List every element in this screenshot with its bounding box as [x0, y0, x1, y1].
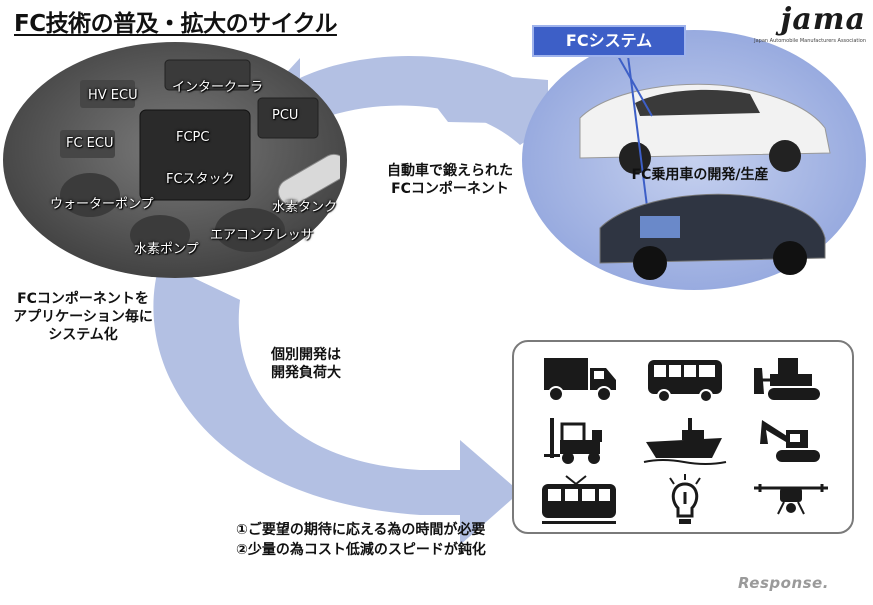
train-icon [542, 475, 616, 524]
fc-ecu-image [60, 130, 115, 158]
component-pcu: PCU [272, 108, 299, 123]
component-water-pump: ウォーターポンプ [50, 197, 154, 212]
jama-logo: jama Japan Automobile Manufacturers Asso… [752, 2, 868, 46]
component-fc-stack: FCスタック [166, 172, 235, 187]
hv-ecu-image [80, 80, 135, 108]
component-hydrogen-tank: 水素タンク [272, 200, 338, 215]
bottom-cycle-arrow [153, 262, 520, 545]
systemize-line-1: FCコンポーネントを [17, 291, 149, 307]
bulldozer-icon [754, 358, 820, 400]
individual-dev-label: 個別開発は 開発負荷大 [256, 346, 356, 382]
fc-system-pointer [617, 58, 653, 117]
excavator-icon [760, 420, 820, 462]
fc-car-cutaway-image [599, 193, 826, 280]
applications-panel [512, 340, 854, 534]
components-illustration [60, 59, 340, 255]
component-intercooler: インタークーラ [172, 80, 264, 95]
hydrogen-pump-image [130, 215, 190, 255]
ship-icon [643, 418, 727, 465]
bottom-arrow-entry-notch [160, 262, 240, 330]
light-bulb-icon [669, 474, 701, 524]
individual-dev-line-2: 開発負荷大 [271, 365, 341, 381]
component-air-compressor: エアコンプレッサ [210, 228, 314, 243]
forged-components-label: 自動車で鍛えられた FCコンポーネント [380, 162, 520, 198]
water-pump-image [60, 173, 120, 217]
fc-system-pointer-2 [627, 58, 651, 231]
fc-system-box: FCシステム [532, 25, 686, 57]
hydrogen-tank-image [277, 153, 340, 206]
fc-stack-image [139, 109, 251, 201]
systemize-line-3: システム化 [48, 327, 118, 343]
fc-car-illustration [579, 58, 831, 280]
logo-subtitle: Japan Automobile Manufacturers Associati… [754, 38, 866, 44]
response-watermark: Response. [738, 574, 829, 592]
drone-icon [754, 484, 828, 515]
truck-icon [544, 358, 616, 402]
pcu-image [257, 97, 319, 139]
systemize-line-2: アプリケーション毎に [13, 309, 153, 325]
issue-note-1: ①ご要望の期待に応える為の時間が必要 [236, 522, 486, 538]
component-fc-ecu: FC ECU [66, 136, 114, 151]
individual-dev-line-1: 個別開発は [271, 347, 341, 363]
logo-mark: jama [780, 2, 866, 37]
top-arrow-head-inner [425, 72, 548, 124]
component-hydrogen-pump: 水素ポンプ [134, 242, 199, 257]
component-fcpc: FCPC [176, 130, 210, 145]
forged-components-line-1: 自動車で鍛えられた [387, 163, 513, 179]
component-hv-ecu: HV ECU [88, 88, 138, 103]
bus-icon [648, 360, 722, 403]
intercooler-image [164, 59, 251, 91]
forged-components-line-2: FCコンポーネント [391, 181, 509, 197]
passenger-car-label: FC乗用車の開発/生産 [631, 167, 769, 183]
forklift-icon [544, 418, 602, 464]
air-compressor-image [215, 208, 285, 252]
fc-car-exterior-image [579, 83, 831, 174]
issues-notes: ①ご要望の期待に応える為の時間が必要 ②少量の為コスト低減のスピードが鈍化 [236, 520, 486, 560]
page-title: FC技術の普及・拡大のサイクル [14, 11, 337, 37]
issue-note-2: ②少量の為コスト低減のスピードが鈍化 [236, 542, 486, 558]
systemize-label: FCコンポーネントを アプリケーション毎に システム化 [8, 290, 158, 344]
